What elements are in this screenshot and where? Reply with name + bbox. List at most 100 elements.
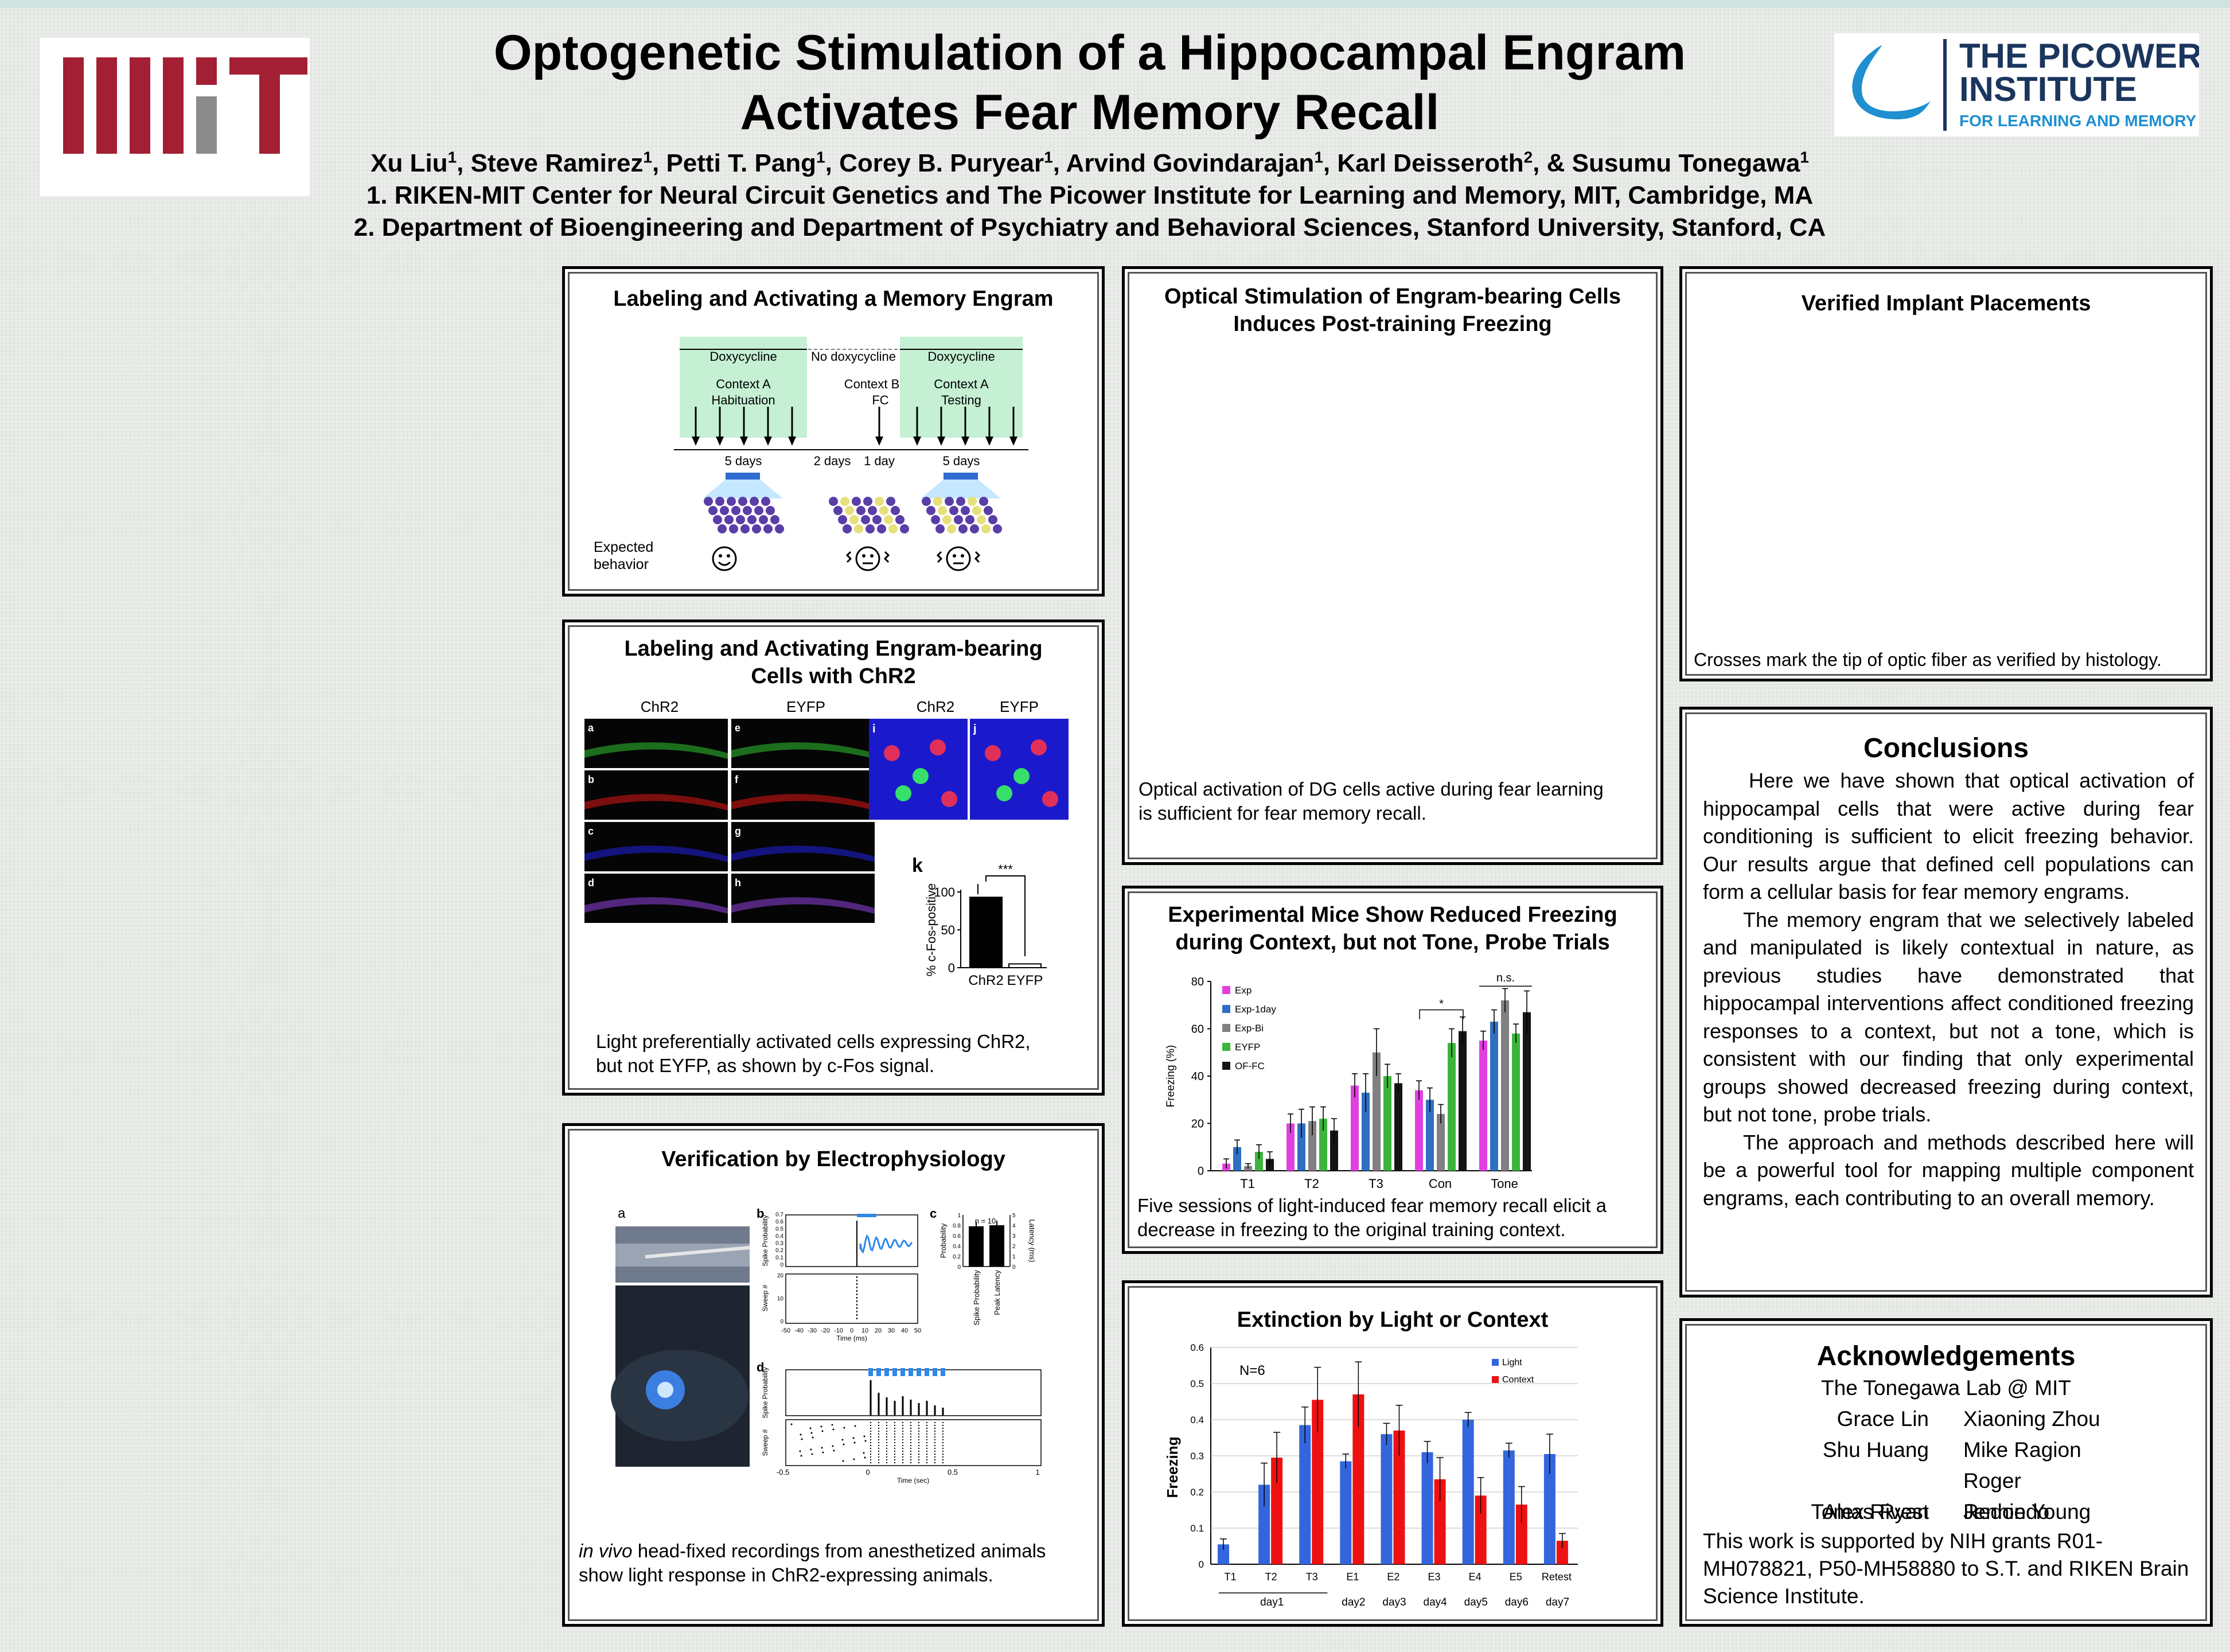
cell-dot — [747, 515, 757, 524]
chart2-bar — [1462, 1420, 1474, 1564]
title-line-2: during Context, but not Tone, Probe Tria… — [1175, 930, 1610, 954]
mit-bar — [163, 57, 184, 154]
ack-name: Mike Ragion — [1963, 1438, 2081, 1462]
session-arrow-head — [985, 437, 993, 446]
panel-letter-c: c — [930, 1206, 937, 1221]
b-top-ytick: 0.4 — [775, 1233, 783, 1240]
micrograph-cell-layer — [584, 742, 728, 759]
title-line-1: Labeling and Activating Engram-bearing — [624, 637, 1043, 661]
panel-reduced-freezing: Experimental Mice Show Reduced Freezing … — [1122, 886, 1663, 1254]
b-bottom-frame — [785, 1273, 918, 1324]
conclusions-title: Conclusions — [1863, 733, 2029, 763]
chart2-x-tick-label: T1 — [1224, 1571, 1236, 1583]
d-top-ylabel: Spike Probability — [761, 1367, 769, 1418]
author-separator: , — [457, 149, 471, 177]
caption-line-2: decrease in freezing to the original tra… — [1137, 1219, 1566, 1240]
panel-implant-placements: Verified Implant Placements Crosses mark… — [1679, 266, 2213, 681]
author-0: Xu Liu1 — [371, 148, 457, 177]
panel-letter: g — [735, 825, 741, 837]
d-raster-dot — [853, 1458, 855, 1460]
c-left-ytick: 0.6 — [953, 1233, 961, 1240]
c-right-ytick: 2 — [1012, 1244, 1016, 1250]
cell-dot — [729, 524, 738, 533]
d-xtick: -0.5 — [777, 1468, 789, 1476]
d-raster-dot — [843, 1427, 845, 1429]
chart2-day-label: day5 — [1464, 1596, 1488, 1608]
picower-line1: THE PICOWER — [1959, 37, 2199, 75]
chart2-x-tick-label: Retest — [1542, 1571, 1572, 1583]
cell-dot — [993, 524, 1002, 533]
c-left-ytick: 0.8 — [953, 1223, 961, 1229]
author-affiliation-mark: 1 — [1044, 148, 1053, 166]
panel-title: Labeling and Activating a Memory Engram — [613, 287, 1054, 311]
d-xlabel: Time (sec) — [897, 1476, 929, 1485]
panel-letter: e — [735, 722, 740, 734]
chart2-bar — [1258, 1485, 1270, 1564]
zoom-cell — [884, 745, 900, 761]
cell-dot — [884, 515, 893, 524]
implant-caption: Crosses mark the tip of optic fiber as v… — [1694, 649, 2162, 670]
b-xtick: 0 — [850, 1327, 853, 1334]
c-left-ytick: 0 — [957, 1264, 961, 1271]
chart1-x-tick-label: T1 — [1240, 1176, 1255, 1191]
cell-dot — [938, 506, 947, 515]
d-raster-dot — [820, 1425, 822, 1428]
d-raster-dot — [811, 1453, 813, 1455]
mit-bar — [96, 57, 117, 154]
chart2-x-tick-label: T2 — [1265, 1571, 1277, 1583]
chart1-legend-label: Exp-Bi — [1235, 1023, 1264, 1034]
picower-line2: INSTITUTE — [1959, 70, 2137, 108]
y-tick-label: 100 — [934, 885, 955, 899]
d-raster-dot — [864, 1456, 866, 1459]
cell-dot — [886, 497, 895, 506]
title-line-2: Cells with ChR2 — [751, 664, 916, 688]
panel-memory-engram: Labeling and Activating a Memory Engram … — [562, 266, 1105, 597]
d-xtick: 1 — [1035, 1468, 1039, 1476]
ack-funding: This work is supported by NIH grants R01… — [1703, 1529, 2189, 1608]
happy-face-icon — [712, 546, 737, 571]
micrograph-cell-layer — [584, 846, 728, 862]
chart1-x-tick-label: Tone — [1491, 1176, 1518, 1191]
cell-dot — [763, 524, 773, 533]
cell-dot — [845, 506, 854, 515]
author-4: Arvind Govindarajan1 — [1066, 148, 1323, 177]
engram-protocol-diagram: Doxycycline No doxycycline Doxycycline C… — [594, 337, 1028, 572]
cell-dot — [727, 497, 736, 506]
col-label-eyfp: EYFP — [786, 698, 825, 715]
c-left-ylabel: Probability — [939, 1223, 948, 1258]
chart1-x-tick-label: T2 — [1304, 1176, 1319, 1191]
panel-letter-a: a — [618, 1206, 626, 1221]
phase3-session: Testing — [941, 393, 981, 407]
d-raster-dot — [821, 1430, 824, 1432]
caption-line-1: Optical activation of DG cells active du… — [1139, 778, 1604, 800]
cell-dot — [965, 515, 974, 524]
cell-dot — [849, 515, 859, 524]
chart2-legend-swatch — [1492, 1376, 1499, 1383]
chart2-bar — [1515, 1505, 1527, 1564]
c-left-ytick: 0.2 — [953, 1254, 961, 1260]
b-top-ytick: 0 — [780, 1262, 783, 1268]
chart2-bar — [1271, 1458, 1283, 1564]
mit-logo-graphic — [63, 57, 307, 154]
zoom-cell — [941, 791, 957, 807]
cell-dot — [947, 524, 956, 533]
ephys-caption: in vivo head-fixed recordings from anest… — [579, 1539, 1046, 1587]
phase3-duration: 5 days — [943, 454, 980, 468]
author-1: Steve Ramirez1 — [470, 148, 652, 177]
chart2-bar — [1381, 1434, 1393, 1564]
session-arrow-head — [788, 437, 796, 446]
light-cone — [921, 480, 1001, 498]
chr2-caption: Light preferentially activated cells exp… — [596, 1030, 1031, 1078]
chart2-bar — [1556, 1541, 1568, 1564]
chart1-bar — [1330, 1130, 1338, 1171]
c-right-ytick: 4 — [1012, 1223, 1016, 1229]
zoom-cell — [930, 739, 946, 755]
chart1-x-tick-label: T3 — [1369, 1176, 1383, 1191]
mit-logo — [40, 38, 310, 196]
cell-dot — [754, 506, 763, 515]
c-right-ytick: 5 — [1012, 1213, 1016, 1219]
expected-label-2: behavior — [594, 556, 649, 572]
cell-dot — [775, 524, 784, 533]
